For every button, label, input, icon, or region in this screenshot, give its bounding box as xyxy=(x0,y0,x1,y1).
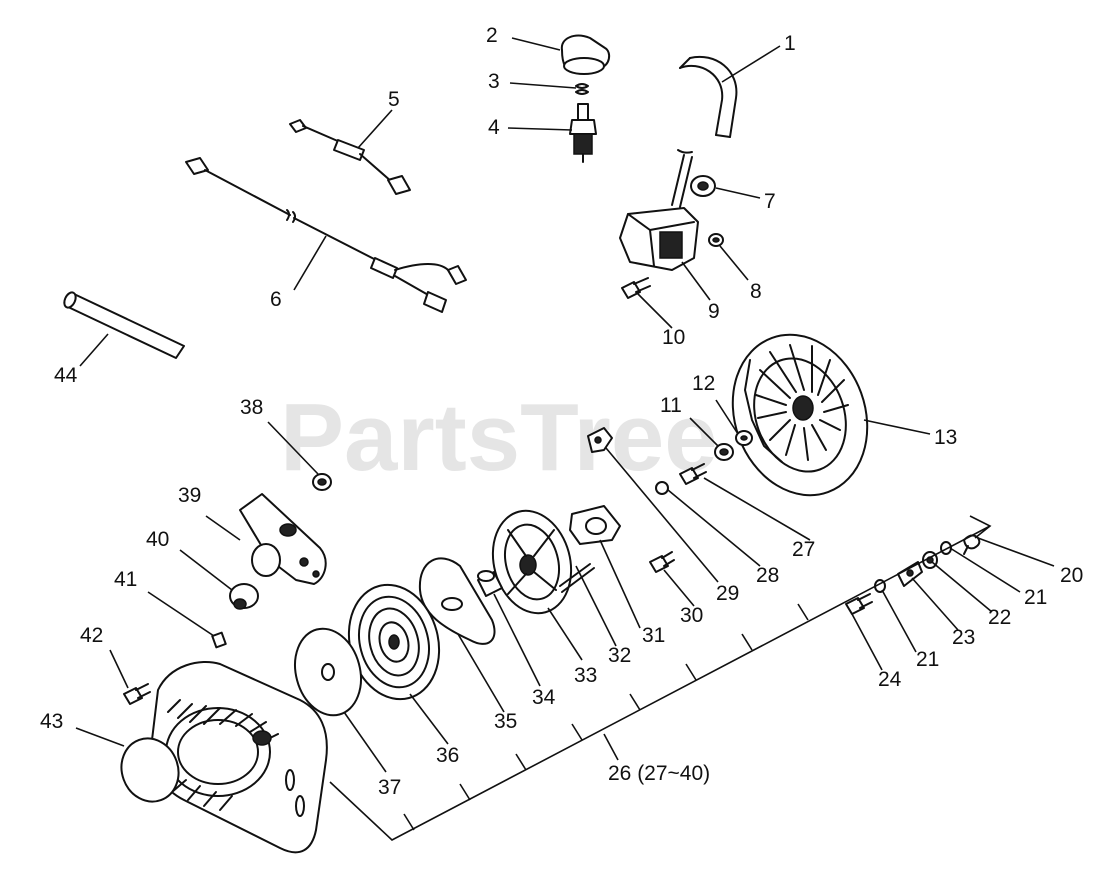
part-9-ignition-coil xyxy=(619,149,699,271)
part-10-bolt xyxy=(621,277,651,299)
part-12-washer xyxy=(735,430,753,446)
part-4-spark-plug xyxy=(569,103,597,163)
part-32-rope xyxy=(559,563,595,593)
callout-36: 36 xyxy=(436,744,459,767)
callout-33: 33 xyxy=(574,664,597,687)
callout-29: 29 xyxy=(716,582,739,605)
callout-24: 24 xyxy=(878,668,902,691)
starter-housing xyxy=(150,660,328,854)
part-11-nut xyxy=(714,443,734,461)
callout-34: 34 xyxy=(532,686,556,709)
watermark: PartsTree xyxy=(280,384,718,491)
part-7-grommet xyxy=(690,175,716,197)
callout-5: 5 xyxy=(388,88,400,111)
part-29-pawl-bracket xyxy=(587,427,613,453)
callout-3: 3 xyxy=(488,70,500,93)
part-37-disc xyxy=(294,627,362,717)
part-44-rod xyxy=(63,291,185,359)
callout-21-upper: 21 xyxy=(1024,586,1047,609)
callout-labels: 2 3 4 1 5 6 7 8 9 10 44 12 11 13 38 39 4… xyxy=(40,24,1083,799)
callout-10: 10 xyxy=(662,326,685,349)
callout-30: 30 xyxy=(680,604,703,627)
part-38-washer xyxy=(312,473,332,491)
part-5-lead-wire xyxy=(289,119,411,195)
callout-9: 9 xyxy=(708,300,720,323)
callout-23: 23 xyxy=(952,626,975,649)
part-13-flywheel xyxy=(731,333,869,497)
callout-7: 7 xyxy=(764,190,776,213)
part-35-plate xyxy=(418,557,496,645)
part-43-cap xyxy=(120,737,180,803)
callout-4: 4 xyxy=(488,116,500,139)
callout-11: 11 xyxy=(660,394,682,417)
callout-41: 41 xyxy=(114,568,137,591)
part-27-bolt xyxy=(679,463,707,485)
part-30-bolt xyxy=(649,551,675,573)
part-8-washer xyxy=(708,233,724,247)
callout-31: 31 xyxy=(642,624,665,647)
callout-2: 2 xyxy=(486,24,498,47)
part-42-bolt xyxy=(123,683,151,705)
part-3-spring xyxy=(575,83,589,95)
callout-1: 1 xyxy=(784,32,796,55)
leader-lines xyxy=(75,37,1055,841)
callout-43: 43 xyxy=(40,710,63,733)
callout-20: 20 xyxy=(1060,564,1083,587)
part-31-pulley-plate xyxy=(569,505,621,545)
part-24-bolt xyxy=(845,593,873,615)
part-2-plug-cap xyxy=(560,34,611,75)
part-40-bushing xyxy=(229,583,259,610)
callout-6: 6 xyxy=(270,288,282,311)
part-41-pin xyxy=(211,631,227,649)
callout-44: 44 xyxy=(54,364,78,387)
callout-8: 8 xyxy=(750,280,762,303)
part-34-collar xyxy=(477,570,503,597)
part-28-washer xyxy=(655,481,669,495)
callout-42: 42 xyxy=(80,624,103,647)
part-1-hose xyxy=(679,55,738,138)
callout-35: 35 xyxy=(494,710,517,733)
part-39-handle xyxy=(239,493,327,585)
callout-21-lower: 21 xyxy=(916,648,939,671)
part-36-spring xyxy=(347,583,441,701)
callout-38: 38 xyxy=(240,396,263,419)
part-6-wire-harness xyxy=(185,157,467,313)
callout-39: 39 xyxy=(178,484,201,507)
callout-27: 27 xyxy=(792,538,815,561)
callout-26: 26 (27~40) xyxy=(608,762,710,785)
callout-13: 13 xyxy=(934,426,957,449)
callout-28: 28 xyxy=(756,564,779,587)
callout-12: 12 xyxy=(692,372,715,395)
callout-37: 37 xyxy=(378,776,401,799)
callout-40: 40 xyxy=(146,528,169,551)
callout-32: 32 xyxy=(608,644,631,667)
part-23-pawl xyxy=(897,561,923,587)
part-33-reel xyxy=(491,509,573,615)
callout-22: 22 xyxy=(988,606,1011,629)
